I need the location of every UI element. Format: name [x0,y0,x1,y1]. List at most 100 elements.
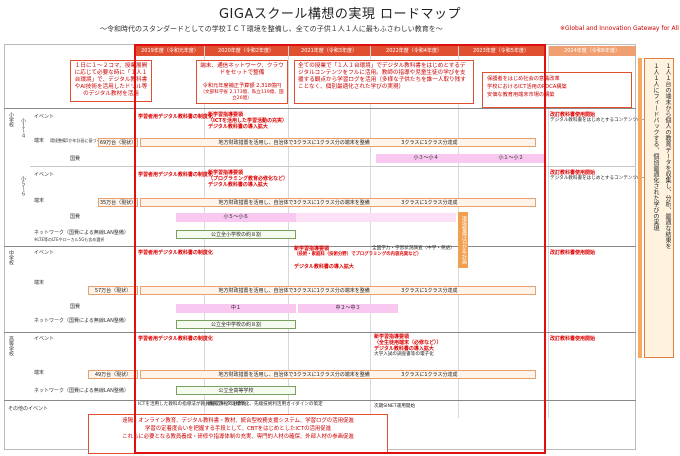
callout-goals: 保護者をはじめ社会の意識改革 学校におけるICT活用のPDCA構築 安価な教育用… [482,72,632,108]
divider [548,46,549,418]
row-label-national: 国費 [70,156,81,162]
event-new-curriculum-jr: 新学習指導要領 [294,246,330,252]
section-divider [4,246,636,247]
goal-item: 安価な教育用端末市場の構築 [487,92,555,98]
row-label-event: イベント [34,114,55,120]
event-programming: （プログラミング教育必修化など） [208,176,289,182]
bar-grade-1-2: 小１～小２ [476,154,546,163]
section-divider [30,166,636,167]
row-label-network-note: ※LTE等のLTEやローカル5Gも含め選択 [34,237,105,242]
section-divider [4,332,636,333]
row-label-event: イベント [34,172,55,178]
year-header-2021: 2021年度（令和3年度） [288,46,370,56]
row-label-device: 端末 [34,280,45,286]
year-header-2022: 2022年度（令和4年度） [370,46,458,56]
event-new-curriculum: 新学習指導要領 [208,170,244,176]
event-new-curriculum-hs: 新学習指導要領 [374,334,410,340]
event-new-curriculum-ict: （ICTを活用した学習活動の充実） [208,118,287,124]
callout-budget-detail: （文部科学省 2,173億、私立119億、国立26億） [200,90,284,101]
callout-budget: 端末、通信ネットワーク、クラウドをセットで整備 令和元年度補正予算額 2,318… [196,60,288,104]
bar-existing-devices: 57万台（現状） [88,286,138,295]
year-header-2019: 2019年度（令和元年度） [136,46,204,56]
event-revised-textbook: 改訂教科書使用開始 [550,250,596,256]
year-header-2024: 2024年度（令和6年度） [548,46,636,56]
row-label-device: 端末 [34,198,45,204]
event-revised-textbook: 改訂教科書使用開始 [550,170,596,176]
side-goal-text-2: １人１人にフィードバックする、個別最適化された学びの実現 [652,63,659,231]
bar-existing-devices: 35万台（現状） [98,198,138,207]
bar-network-elem: 公立全小学校の約８割 [176,230,296,239]
event-content-promotion: デジタル教科書をはじめとするコンテンツの一層の促進 [550,176,665,181]
callout-budget-amount: 令和元年度補正予算額 2,318億円 [202,83,282,89]
bar-local-finance-label: 地方財政措置を活用し、自治体で3クラスに1クラス分の端末を整備 [218,372,370,378]
event-revised-textbook: 改訂教科書使用開始 [550,112,596,118]
event-textbook-expand: デジタル教科書の導入拡大 [294,264,354,270]
event-new-curriculum: 新学習指導要領 [208,112,244,118]
event-content-promotion: デジタル教科書をはじめとするコンテンツの一層の促進 [550,118,665,123]
event-digital-textbook: 学習者用デジタル教科書の制度化 [138,114,213,120]
event-tech-programming: （技術・家庭科（技術分野）でプログラミングの内容充実など） [294,252,422,257]
bottom-promotion-box: 遠隔・オンライン教育、デジタル教科書・教材、統合型校務支援システム、学習ログの活… [88,414,388,454]
bottom-line: これらに必要となる教員養成・研修や指導体制の充実、専門的人材の確保、外部人材の参… [122,434,354,440]
callout-one-device: １日に１～２コマ、授業展開に応じて必要な時に「１人１台環境」で、デジタル教科書や… [70,60,152,102]
row-label-network: ネットワーク（国費による無線LAN整備） [34,230,129,236]
divider [370,46,371,418]
bar-local-finance: 地方財政措置を活用し、自治体で3クラスに1クラス分の端末を整備 3クラスに1クラ… [140,286,536,295]
row-label-device-plan: 環境整備5か年計画に基づく整備 [50,138,109,143]
bar-class-target: 3クラスに1クラス分達成 [401,288,458,294]
page-subtitle: ～令和時代のスタンダードとしての学校ＩＣＴ環境を整備し、全ての子供１人１人に最も… [100,25,443,33]
giga-note: ※Global and Innovation Gateway for All [560,25,679,32]
event-teacher-training: ICTを活用した教科の指導法が教員養成課程で必修化 [138,402,247,407]
goal-item: 学校におけるICT活用のPDCA構築 [487,84,567,90]
event-revised-textbook: 改訂教科書使用開始 [550,336,596,342]
bar-network-jr: 公立全中学校の約８割 [176,320,296,329]
event-sinet: 次期SINET運用開始 [374,404,415,409]
bar-class-target: 3クラスに1クラス分達成 [401,140,458,146]
bar-grade-j2-3: 中２～中３ [298,304,398,313]
event-digital-textbook: 学習者用デジタル教科書の制度化 [138,336,213,342]
goal-item: 保護者をはじめ社会の意識改革 [487,76,560,82]
row-label-national: 国費 [70,304,81,310]
event-all-devices: （全生徒用端末（必修など）） [374,340,442,346]
bottom-line: 学習の定着度合いを把握する手段として、CBTをはじめとしたICTの活用促進 [144,426,332,432]
event-national-test: 全国学力・学習状況調査（中学・英語） [372,246,455,251]
bar-local-finance: 地方財政措置を活用し、自治体で3クラスに1クラス分の端末を整備 3クラスに1クラ… [140,198,536,207]
bar-grade-3-4: 小３～小４ [376,154,476,163]
callout-full-use: 全ての授業で「１人１台環境」でデジタル教科書をはじめとするデジタルコンテンツをフ… [294,60,474,104]
event-textbook-expand: デジタル教科書の導入拡大 [208,124,268,130]
row-label-network: ネットワーク（国費による無線LAN整備） [34,388,129,394]
event-data-standard: 教育データの標準化、先端技術利活用ガイダインの策定 [208,402,323,407]
bar-grade-5-6-cont [296,213,456,222]
section-divider [4,108,636,109]
two-year-plan-box: 環境整備は2か年計画 [458,212,468,268]
year-header-2020: 2020年度（令和2年度） [204,46,288,56]
side-bar [638,58,642,358]
row-label-event: イベント [34,250,55,256]
bar-network-hs: 公立全高等学校 [176,386,296,395]
callout-budget-title: 端末、通信ネットワーク、クラウドをセットで整備 [200,63,284,76]
bar-existing-devices: 49万台（現状） [88,370,138,379]
row-label-device: 端末 [34,138,45,144]
side-goal-box: １人１台の端末から個人の教育データを収集し、分析、最適な結果を １人１人にフィー… [644,58,674,358]
row-label-event: イベント [34,336,55,342]
section-junior: 中学校 [8,250,14,265]
bar-local-finance-label: 地方財政措置を活用し、自治体で3クラスに1クラス分の端末を整備 [218,140,370,146]
section-elem-low: 小１～４ [20,118,26,138]
row-label-device: 端末 [34,370,45,376]
bar-existing-devices: 69万台（現状） [98,138,138,147]
year-header-2023: 2023年度（令和5年度） [458,46,544,56]
section-divider [4,400,636,401]
page-title: GIGAスクール構想の実現 ロードマップ [218,7,461,22]
bar-local-finance-label: 地方財政措置を活用し、自治体で3クラスに1クラス分の端末を整備 [218,200,370,206]
event-digital-textbook: 学習者用デジタル教科書の制度化 [138,172,213,178]
bottom-line: 遠隔・オンライン教育、デジタル教科書・教材、統合型校務支援システム、学習ログの活… [122,418,354,424]
bar-local-finance: 地方財政措置を活用し、自治体で3クラスに1クラス分の端末を整備 3クラスに1クラ… [140,370,536,379]
bar-grade-5-6: 小５～小６ [176,213,296,222]
section-other-events: その他のイベント [8,406,49,412]
bar-class-target: 3クラスに1クラス分達成 [401,372,458,378]
bar-grade-j1: 中１ [176,304,296,313]
event-digital-textbook: 学習者用デジタル教科書の制度化 [138,250,213,256]
section-elem-high: 小５～６ [20,176,26,196]
event-textbook-expand: デジタル教科書の導入拡大 [208,182,268,188]
highlight-frame [134,44,546,454]
